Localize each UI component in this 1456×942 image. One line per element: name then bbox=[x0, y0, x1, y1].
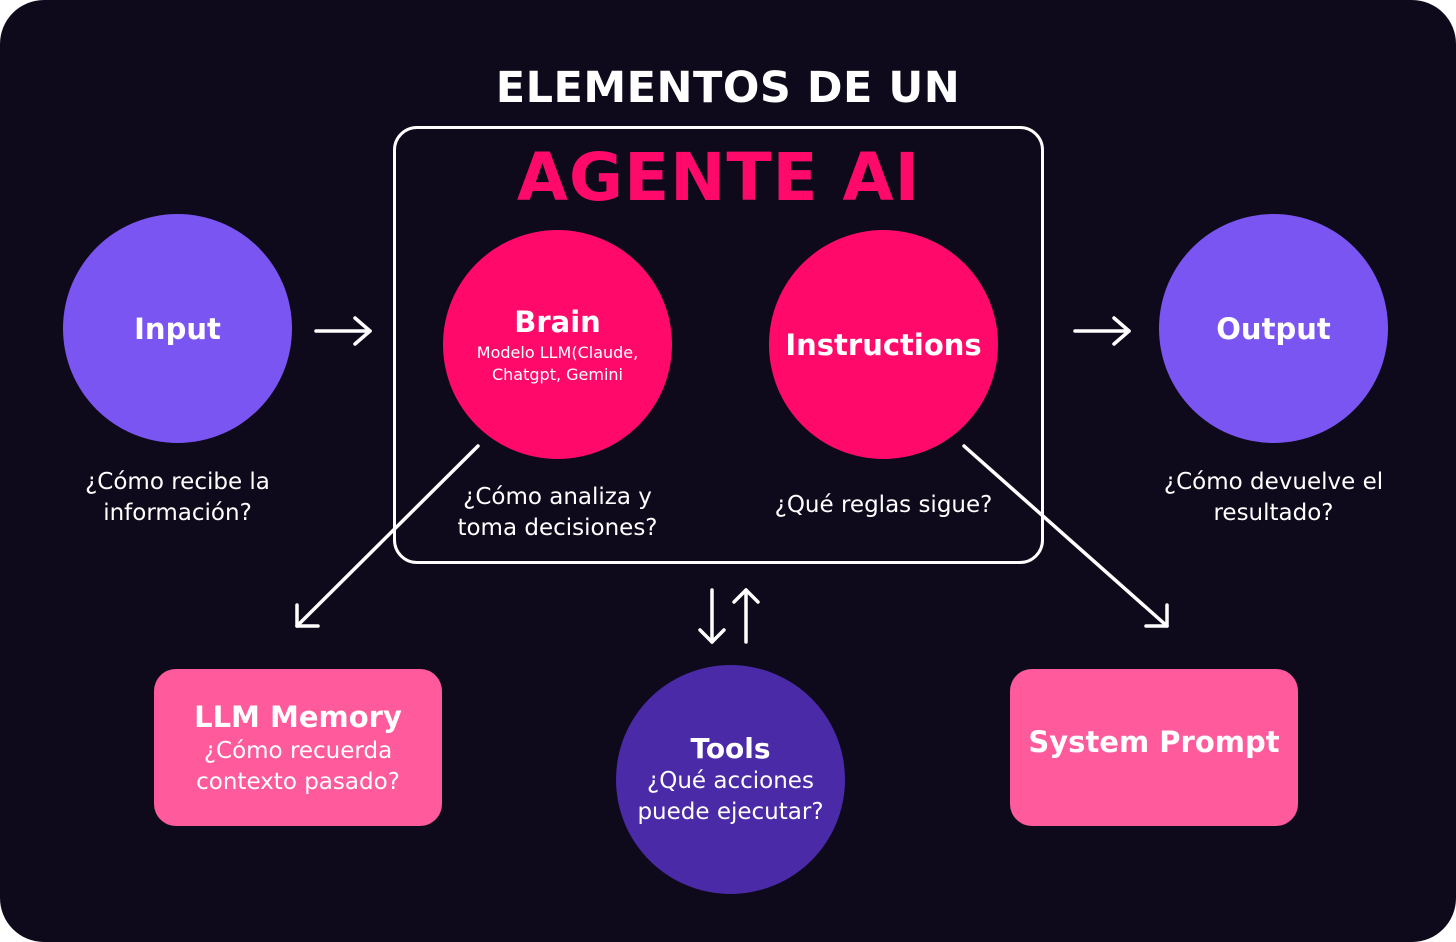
tools-label: Tools bbox=[690, 731, 771, 765]
arrow-agent-tools-bidirectional bbox=[698, 588, 760, 644]
llm-memory-desc-line: ¿Cómo recuerda bbox=[203, 737, 393, 764]
output-caption-line: resultado? bbox=[1213, 500, 1334, 526]
input-label: Input bbox=[134, 311, 221, 346]
instructions-caption: ¿Qué reglas sigue? bbox=[740, 490, 1027, 521]
input-caption-line: ¿Cómo recibe la bbox=[85, 469, 270, 495]
system-prompt-label: System Prompt bbox=[1028, 725, 1280, 759]
brain-label: Brain bbox=[514, 304, 601, 339]
brain-node: Brain Modelo LLM(Claude, Chatgpt, Gemini bbox=[443, 230, 672, 459]
brain-caption-line: toma decisiones? bbox=[457, 515, 658, 541]
arrow-input-to-agent bbox=[314, 316, 372, 346]
brain-sub-line: Chatgpt, Gemini bbox=[491, 364, 623, 384]
input-caption: ¿Cómo recibe la información? bbox=[40, 467, 315, 529]
instructions-label: Instructions bbox=[785, 327, 982, 362]
output-label: Output bbox=[1216, 311, 1331, 346]
agent-title: AGENTE AI bbox=[516, 139, 921, 216]
llm-memory-label: LLM Memory bbox=[194, 699, 402, 734]
input-caption-line: información? bbox=[103, 500, 252, 526]
llm-memory-desc: ¿Cómo recuerda contexto pasado? bbox=[196, 736, 400, 798]
tools-desc-line: ¿Qué acciones bbox=[647, 767, 814, 794]
output-node: Output bbox=[1159, 214, 1388, 443]
instructions-caption-line: ¿Qué reglas sigue? bbox=[774, 492, 993, 518]
system-prompt-node: System Prompt bbox=[1010, 669, 1298, 826]
output-caption-line: ¿Cómo devuelve el bbox=[1163, 469, 1384, 495]
instructions-node: Instructions bbox=[769, 230, 998, 459]
arrow-agent-to-output bbox=[1073, 316, 1131, 346]
brain-caption-line: ¿Cómo analiza y bbox=[463, 484, 652, 510]
brain-caption: ¿Cómo analiza y toma decisiones? bbox=[420, 482, 695, 544]
arrow-instructions-to-system-prompt bbox=[962, 444, 1169, 628]
agent-container-box bbox=[393, 126, 1044, 564]
tools-desc: ¿Qué acciones puede ejecutar? bbox=[637, 766, 823, 828]
tools-desc-line: puede ejecutar? bbox=[637, 798, 824, 825]
arrow-brain-to-memory bbox=[295, 444, 480, 628]
llm-memory-desc-line: contexto pasado? bbox=[196, 768, 400, 795]
tools-node: Tools ¿Qué acciones puede ejecutar? bbox=[616, 665, 845, 894]
llm-memory-node: LLM Memory ¿Cómo recuerda contexto pasad… bbox=[154, 669, 442, 826]
input-node: Input bbox=[63, 214, 292, 443]
brain-sub: Modelo LLM(Claude, Chatgpt, Gemini bbox=[477, 342, 638, 386]
brain-sub-line: Modelo LLM(Claude, bbox=[476, 342, 639, 362]
output-caption: ¿Cómo devuelve el resultado? bbox=[1130, 467, 1417, 529]
diagram-heading: ELEMENTOS DE UN bbox=[495, 63, 961, 113]
